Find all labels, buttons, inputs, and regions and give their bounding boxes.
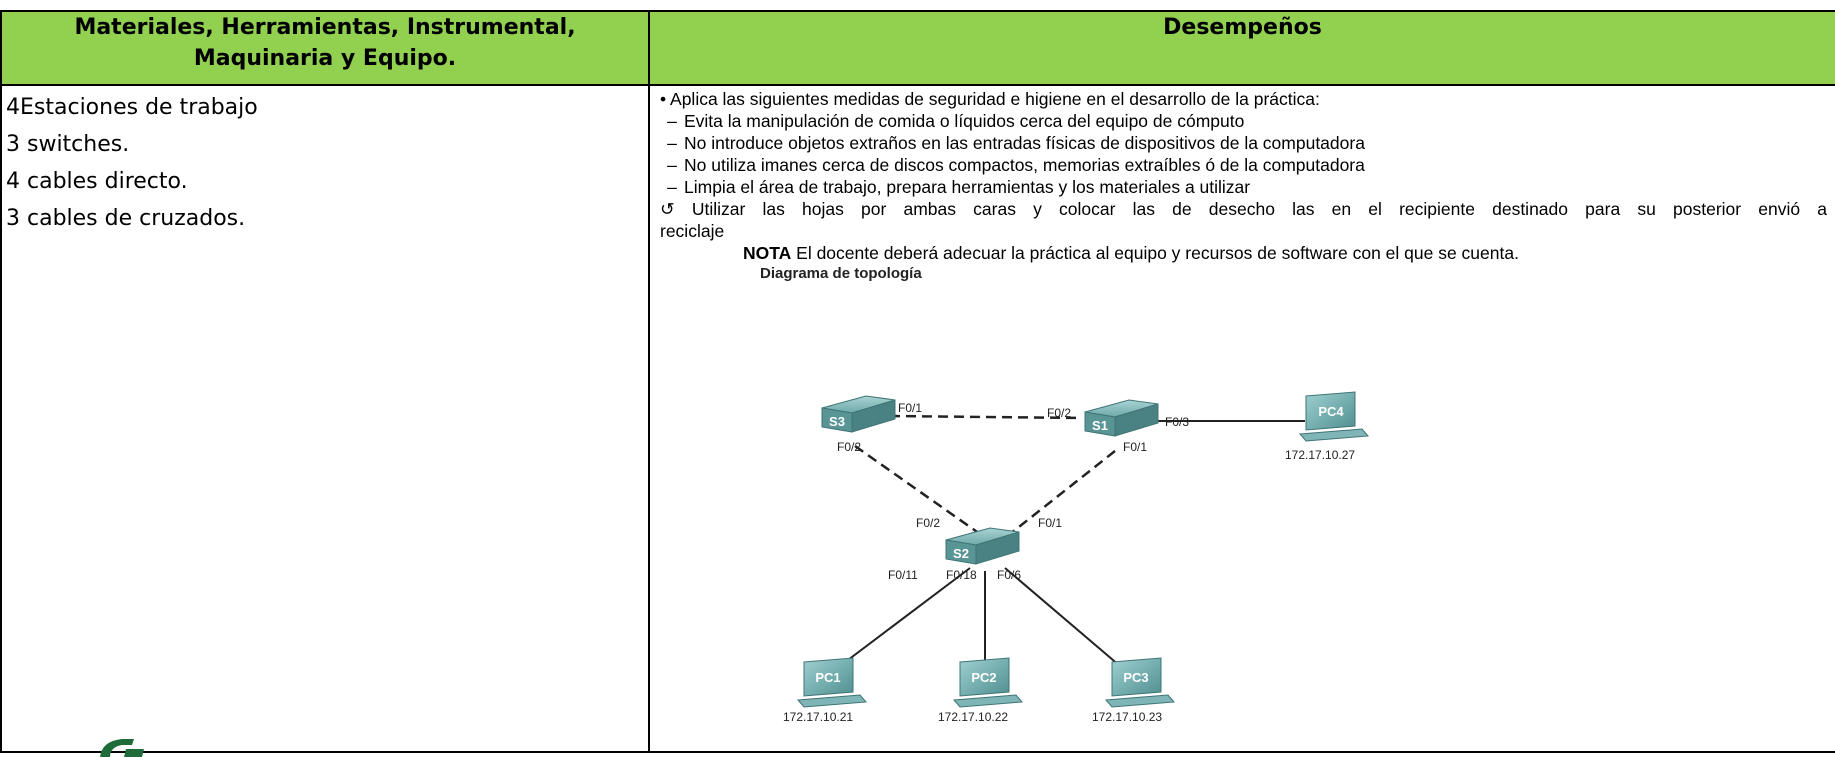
pc3-icon: PC3 [1104,657,1176,708]
material-item: 3 cables de cruzados. [6,206,246,231]
switch-s1-icon: S1 [1084,399,1159,437]
topology-diagram: S3 S1 S2 [783,391,1370,724]
safety-intro: • Aplica las siguientes medidas de segur… [660,89,1320,109]
port-label: F0/3 [1165,415,1189,429]
pc4-icon: PC4 [1298,391,1370,442]
port-label: F0/2 [1047,406,1071,420]
safety-item: –No utiliza imanes cerca de discos compa… [660,154,1835,176]
materials-header-line1: Materiales, Herramientas, Instrumental, [74,15,576,40]
port-label: F0/18 [946,568,977,582]
port-label: F0/2 [916,516,940,530]
recycle-text: Utilizar las hojas por ambas caras y col… [691,199,1827,219]
ip-label: 172.17.10.23 [1092,710,1162,724]
performance-cell: • Aplica las siguientes medidas de segur… [648,84,1835,753]
performance-header: Desempeños [648,10,1835,86]
safety-item-text: Evita la manipulación de comida o líquid… [684,111,1245,131]
institution-logo-icon [100,739,144,757]
ip-label: 172.17.10.22 [938,710,1008,724]
recycle-continuation: reciclaje [660,221,725,241]
safety-item-text: No introduce objetos extraños en las ent… [684,133,1365,153]
dash-marker: – [667,111,677,131]
safety-item-text: No utiliza imanes cerca de discos compac… [684,155,1365,175]
dash-marker: – [667,155,677,175]
switch-s2-label: S2 [953,546,969,561]
link-s2-pc1 [839,567,971,667]
switch-s1-label: S1 [1092,418,1108,433]
material-item: 4Estaciones de trabajo [6,95,258,120]
diagram-title: Diagrama de topología [760,265,922,282]
link-s1-s2 [1009,450,1116,535]
link-s3-s1 [889,414,1083,420]
pc3-label: PC3 [1123,670,1148,685]
port-label: F0/2 [837,440,861,454]
safety-item: –No introduce objetos extraños en las en… [660,132,1835,154]
port-label: F0/1 [898,401,922,415]
ip-label: 172.17.10.21 [783,710,853,724]
safety-item: –Evita la manipulación de comida o líqui… [660,110,1835,132]
pc1-label: PC1 [815,670,840,685]
pc1-icon: PC1 [796,657,868,708]
port-label: F0/1 [1038,516,1062,530]
link-s3-s2 [854,444,981,536]
materials-header: Materiales, Herramientas, Instrumental, … [0,10,650,86]
practice-table: Materiales, Herramientas, Instrumental, … [0,10,1835,757]
nota-text: El docente deberá adecuar la práctica al… [791,243,1519,263]
switch-s3-icon: S3 [821,395,896,433]
dash-marker: – [667,177,677,197]
switch-s2-icon: S2 [945,527,1020,565]
material-item: 4 cables directo. [6,169,188,194]
materials-cell: 4Estaciones de trabajo 3 switches. 4 cab… [0,84,650,757]
link-s2-pc3 [1004,567,1121,667]
performance-header-text: Desempeños [1163,15,1322,40]
recycle-icon: ↺ [660,199,675,219]
pc2-icon: PC2 [952,657,1024,708]
dash-marker: – [667,133,677,153]
recycle-instruction: ↺ Utilizar las hojas por ambas caras y c… [660,198,1835,220]
materials-header-line2: Maquinaria y Equipo. [193,46,457,71]
nota-line: NOTA El docente deberá adecuar la prácti… [660,242,1835,264]
safety-item-text: Limpia el área de trabajo, prepara herra… [684,177,1251,197]
ip-label: 172.17.10.27 [1285,448,1355,462]
port-label: F0/6 [997,568,1021,582]
pc4-label: PC4 [1318,404,1344,419]
safety-item: –Limpia el área de trabajo, prepara herr… [660,176,1835,198]
pc2-label: PC2 [971,670,996,685]
port-label: F0/1 [1123,440,1147,454]
nota-label: NOTA [743,243,792,263]
port-label: F0/11 [888,568,918,582]
switch-s3-label: S3 [829,414,845,429]
material-item: 3 switches. [6,132,130,157]
